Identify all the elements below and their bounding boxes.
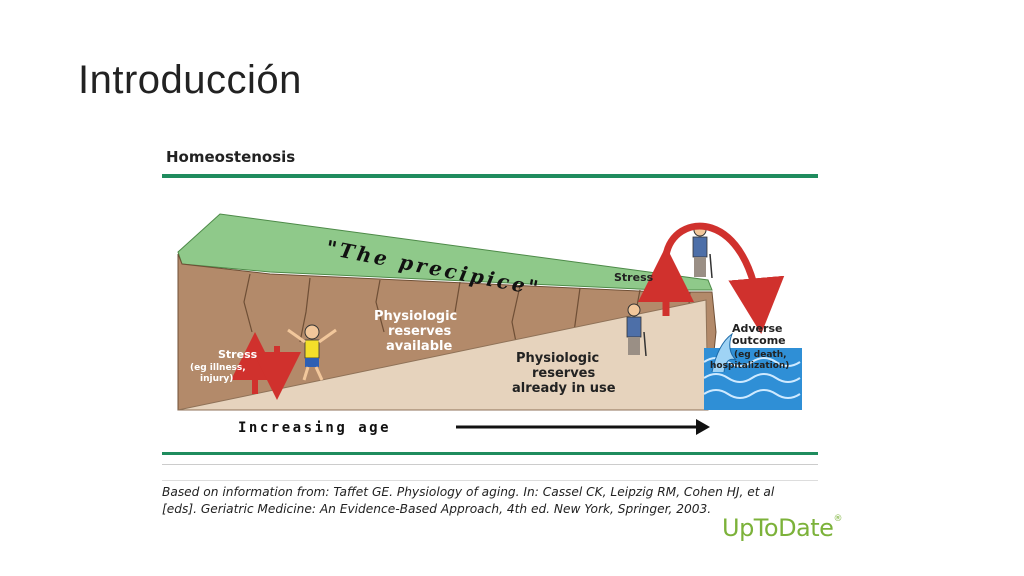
stress-arrows [231,332,301,400]
thin-divider [162,464,818,465]
increasing-age-arrowhead [696,419,710,435]
young-person-figure [287,324,337,381]
reserves-available-1: Physiologic [374,309,457,324]
reserves-in-use-3: already in use [512,381,616,396]
adverse-label-1: Adverse [732,322,782,335]
reserves-in-use-2: reserves [532,366,595,381]
homeostenosis-figure: Homeostenosis [160,142,842,552]
bottom-divider [162,452,818,455]
increasing-age-label: Increasing age [238,420,391,436]
top-divider [162,174,818,178]
slide-title: Introducción [78,58,302,102]
stress-label: Stress [218,348,258,361]
stress-detail-2: injury) [200,374,233,384]
water [703,332,802,410]
adverse-label-4: hospitalization) [710,361,789,371]
figure-title: Homeostenosis [166,148,296,166]
oldest-person-figure [692,223,713,279]
adverse-label-3: (eg death, [734,350,787,360]
older-person-figure [626,303,647,357]
reserves-in-use-1: Physiologic [516,351,599,366]
adverse-label-2: outcome [732,334,786,347]
citation: Based on information from: Taffet GE. Ph… [162,485,775,516]
logo-text: UpToDate [722,514,834,542]
thin-divider-2 [162,480,818,481]
stress-edge-label: Stress [614,271,654,284]
uptodate-logo: UpToDate® [722,514,842,542]
reserves-available-3: available [386,339,452,354]
fall-arc-arrow [662,222,785,334]
stress-detail-1: (eg illness, [190,363,246,373]
logo-registered-mark: ® [833,514,842,524]
reserves-available-2: reserves [388,324,451,339]
precipice-illustration: "The precipice" [177,213,802,436]
